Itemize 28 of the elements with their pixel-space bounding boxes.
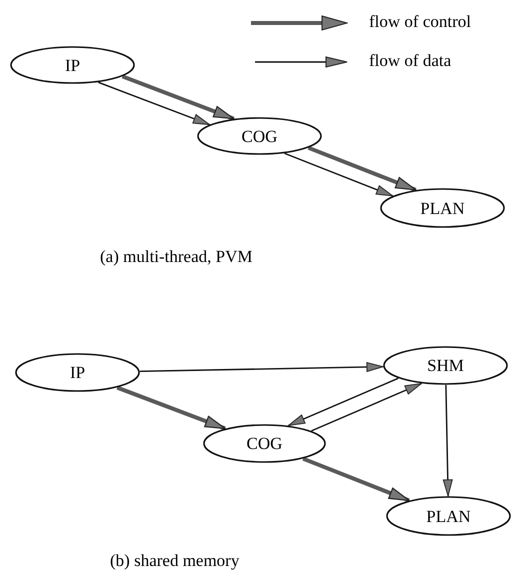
arrow	[311, 382, 422, 432]
arrow	[442, 384, 453, 496]
node-label: IP	[70, 364, 86, 381]
arrow	[140, 362, 384, 372]
ellipse-node	[10, 46, 135, 84]
node-label: COG	[246, 435, 282, 452]
arrow	[308, 146, 416, 192]
node-label: IP	[64, 56, 80, 74]
node-label: SHM	[427, 357, 464, 374]
ellipse-node	[15, 353, 140, 392]
arrow	[116, 386, 226, 430]
node-label: PLAN	[426, 508, 471, 524]
ellipse-node	[383, 346, 508, 385]
arrow	[288, 378, 398, 426]
arrow	[284, 152, 394, 197]
ellipse-node	[203, 424, 326, 463]
ellipse-node	[380, 188, 505, 228]
ellipse-node	[197, 117, 322, 155]
ellipse-node	[386, 496, 511, 536]
node-label: PLAN	[420, 200, 465, 216]
arrow	[122, 74, 234, 121]
legend-label: flow of control	[369, 13, 471, 30]
arrow	[98, 82, 210, 126]
caption: (b) shared memory	[110, 552, 240, 569]
arrow	[302, 456, 410, 502]
legend-label: flow of data	[369, 52, 452, 69]
caption: (a) multi-thread, PVM	[100, 248, 252, 265]
node-label: COG	[242, 128, 278, 144]
